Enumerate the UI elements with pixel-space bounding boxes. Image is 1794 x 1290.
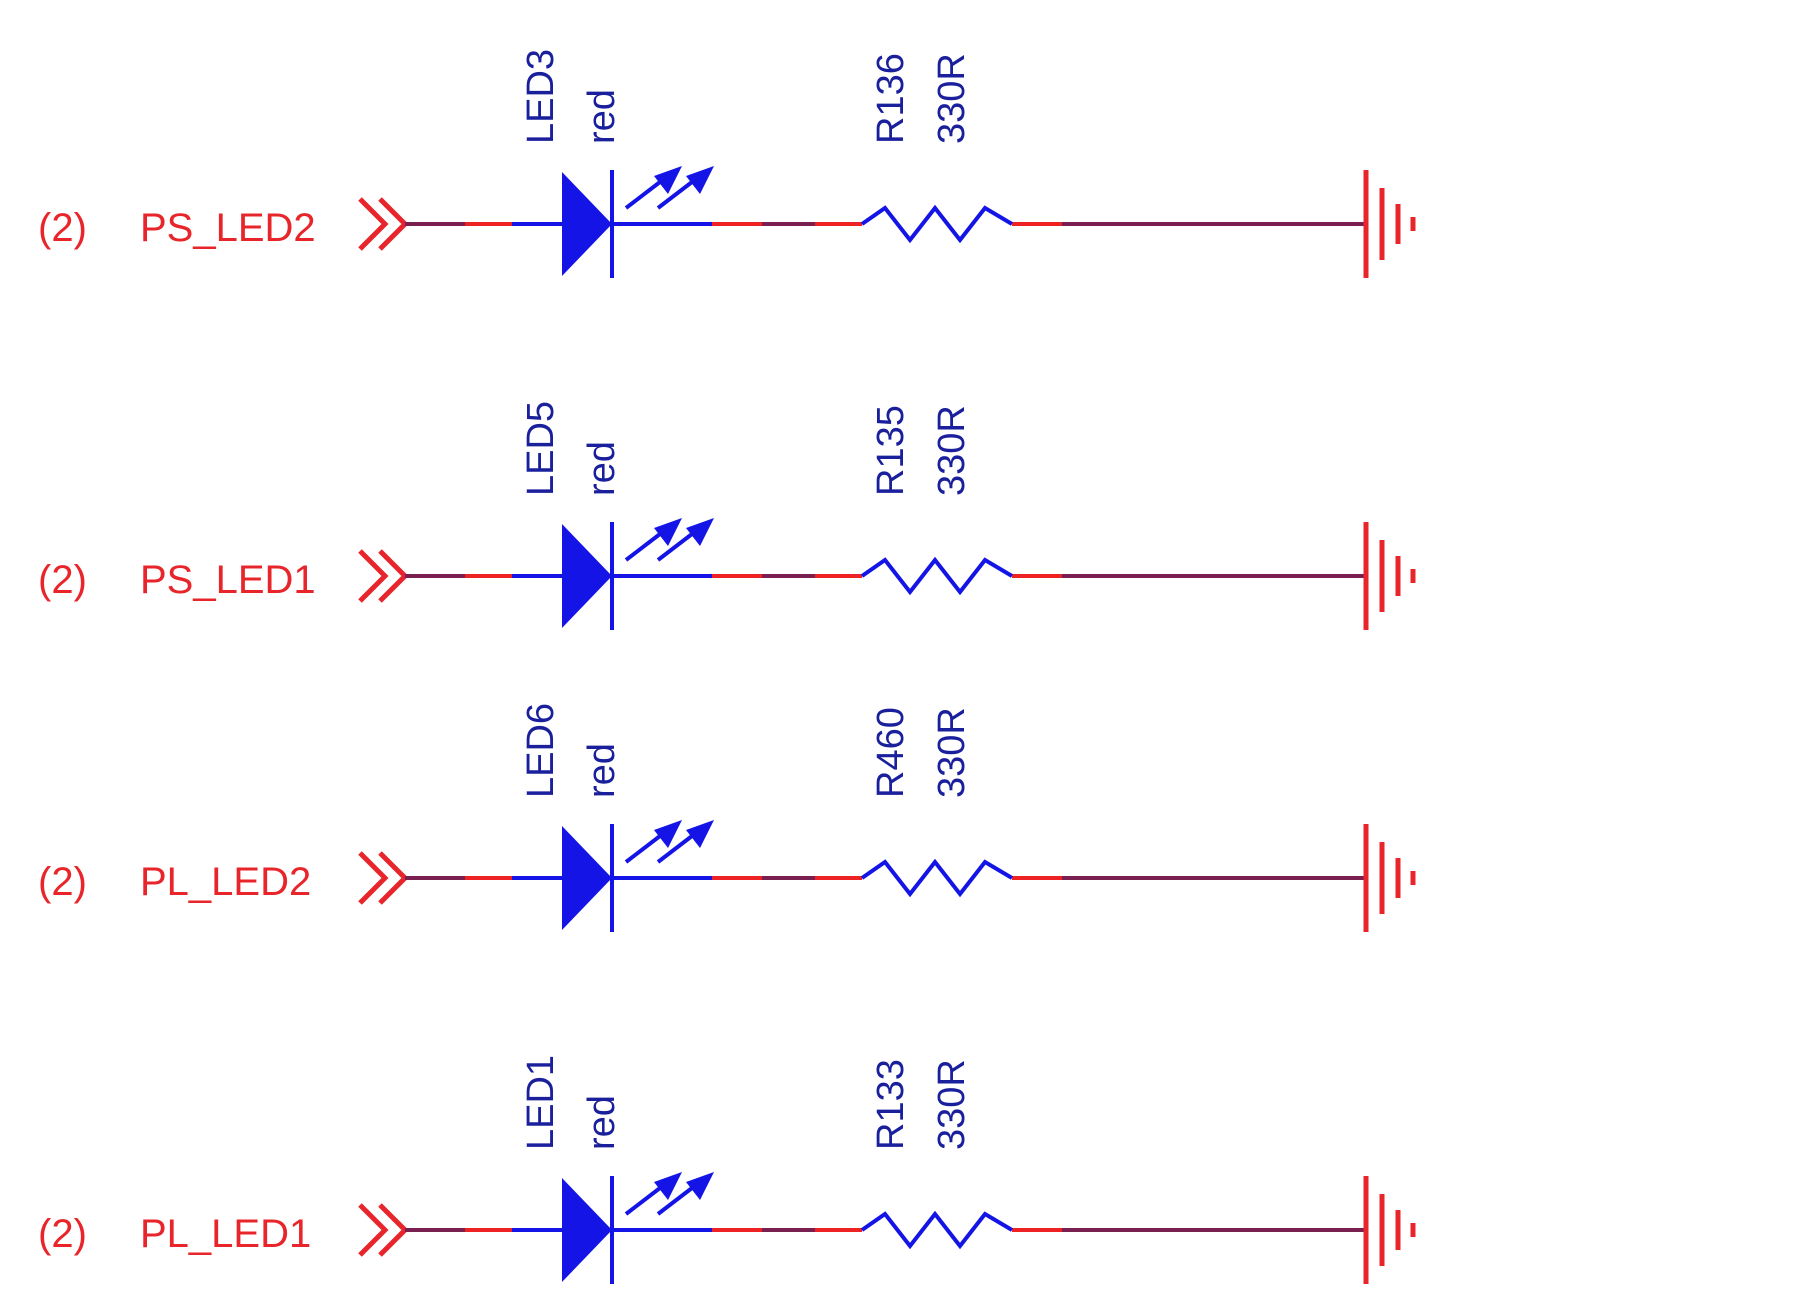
sheet-reference: (2)	[38, 1212, 87, 1256]
led-color-value: red	[581, 1095, 623, 1150]
led-reference: LED5	[520, 401, 562, 496]
sheet-reference: (2)	[38, 860, 87, 904]
resistor-reference: R136	[870, 53, 912, 144]
sheet-reference: (2)	[38, 206, 87, 250]
ground-icon	[1363, 522, 1416, 630]
resistor-value: 330R	[931, 53, 973, 144]
resistor-reference: R133	[870, 1059, 912, 1150]
resistor-reference: R135	[870, 405, 912, 496]
net-label: PL_LED1	[140, 1212, 311, 1256]
net-label: PS_LED1	[140, 558, 316, 602]
net-label: PL_LED2	[140, 860, 311, 904]
resistor-icon	[860, 1210, 1014, 1250]
led-reference: LED6	[520, 703, 562, 798]
off-page-connector-icon	[358, 549, 409, 603]
resistor-value: 330R	[931, 405, 973, 496]
ground-icon	[1363, 170, 1416, 278]
resistor-icon	[860, 204, 1014, 244]
net-label: PS_LED2	[140, 206, 316, 250]
resistor-icon	[860, 556, 1014, 596]
off-page-connector-icon	[358, 1203, 409, 1257]
led-icon	[562, 820, 714, 932]
ground-icon	[1363, 1176, 1416, 1284]
led-icon	[562, 166, 714, 278]
off-page-connector-icon	[358, 197, 409, 251]
resistor-icon	[860, 858, 1014, 898]
led-reference: LED3	[520, 49, 562, 144]
led-circuit-row: (2) PS_LED2 LED3 red R136 330R	[38, 49, 1416, 278]
led-circuit-row: (2) PL_LED2 LED6 red R460 330R	[38, 703, 1416, 932]
off-page-connector-icon	[358, 851, 409, 905]
led-color-value: red	[581, 89, 623, 144]
led-circuit-row: (2) PS_LED1 LED5 red R135 330R	[38, 401, 1416, 630]
ground-icon	[1363, 824, 1416, 932]
resistor-reference: R460	[870, 707, 912, 798]
sheet-reference: (2)	[38, 558, 87, 602]
resistor-value: 330R	[931, 1059, 973, 1150]
led-color-value: red	[581, 743, 623, 798]
led-reference: LED1	[520, 1055, 562, 1150]
led-icon	[562, 518, 714, 630]
led-circuit-row: (2) PL_LED1 LED1 red R133 330R	[38, 1055, 1416, 1284]
led-color-value: red	[581, 441, 623, 496]
resistor-value: 330R	[931, 707, 973, 798]
led-icon	[562, 1172, 714, 1284]
